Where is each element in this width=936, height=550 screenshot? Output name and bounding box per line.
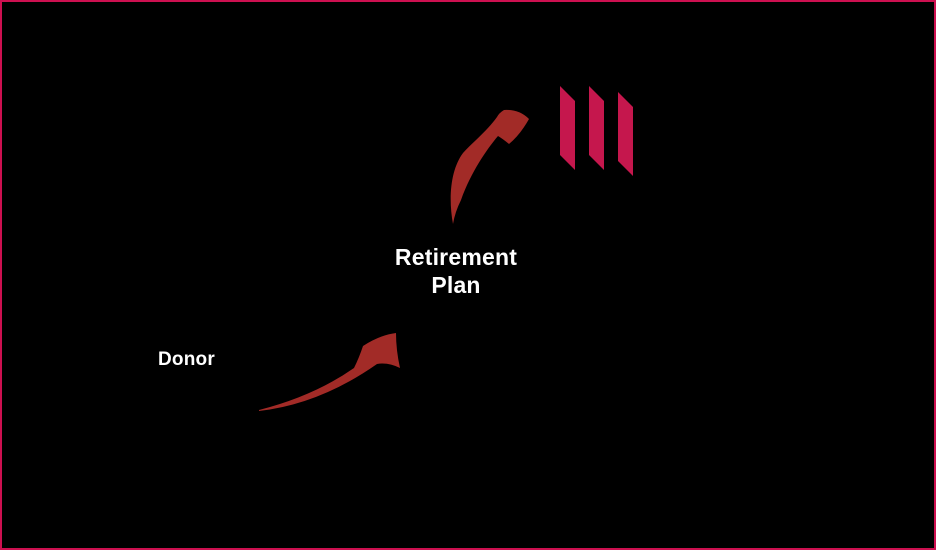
donor-label: Donor — [158, 349, 215, 370]
logo-bar-2 — [589, 86, 604, 170]
retirement-plan-label: Retirement Plan — [340, 243, 572, 299]
arrow-donor-to-plan — [259, 333, 400, 411]
retirement-plan-label-line1: Retirement — [394, 244, 518, 270]
three-banner-logo-mark-icon — [560, 86, 633, 176]
arrow-plan-to-logo — [450, 109, 529, 224]
retirement-plan-label-line2: Plan — [431, 272, 481, 298]
logo-bar-1 — [560, 86, 575, 170]
logo-bar-3 — [618, 92, 633, 176]
